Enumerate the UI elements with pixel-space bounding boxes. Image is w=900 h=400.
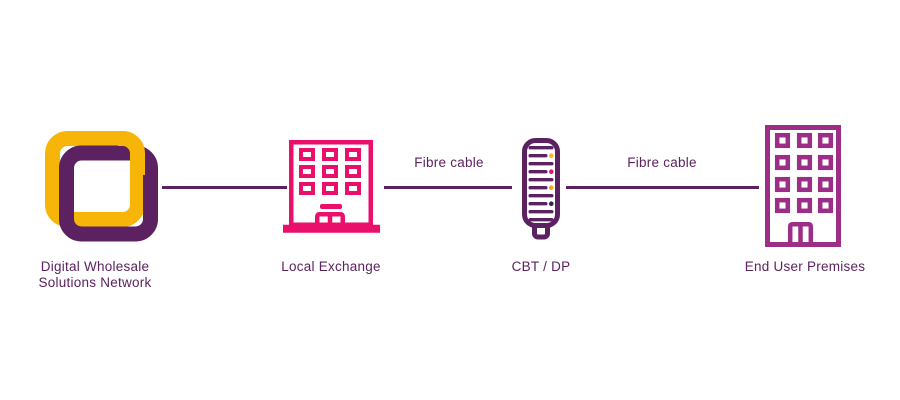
status-dot-orange — [549, 185, 554, 190]
node-label-local-exchange: Local Exchange — [281, 259, 381, 274]
node-label-cbt-dp: CBT / DP — [511, 259, 571, 274]
connector-line — [162, 186, 287, 189]
node-label-end-user-premises: End User Premises — [744, 259, 866, 274]
street-cabinet-icon — [522, 138, 560, 240]
premises-building-icon — [765, 125, 841, 247]
dws-logo-icon — [45, 131, 158, 242]
exchange-building-icon — [283, 140, 380, 233]
status-dot-pink — [549, 169, 554, 174]
node-label-line: Solutions Network — [38, 274, 152, 290]
node-label-dws: Digital Wholesale Solutions Network — [15, 259, 175, 290]
status-dot-dark — [549, 201, 554, 206]
link-label-fibre-cable: Fibre cable — [627, 155, 697, 170]
connector-line — [384, 186, 512, 189]
link-label-fibre-cable: Fibre cable — [414, 155, 484, 170]
status-dot-yellow — [549, 153, 554, 158]
node-label-line: Digital Wholesale — [40, 259, 150, 274]
connector-line — [566, 186, 759, 189]
